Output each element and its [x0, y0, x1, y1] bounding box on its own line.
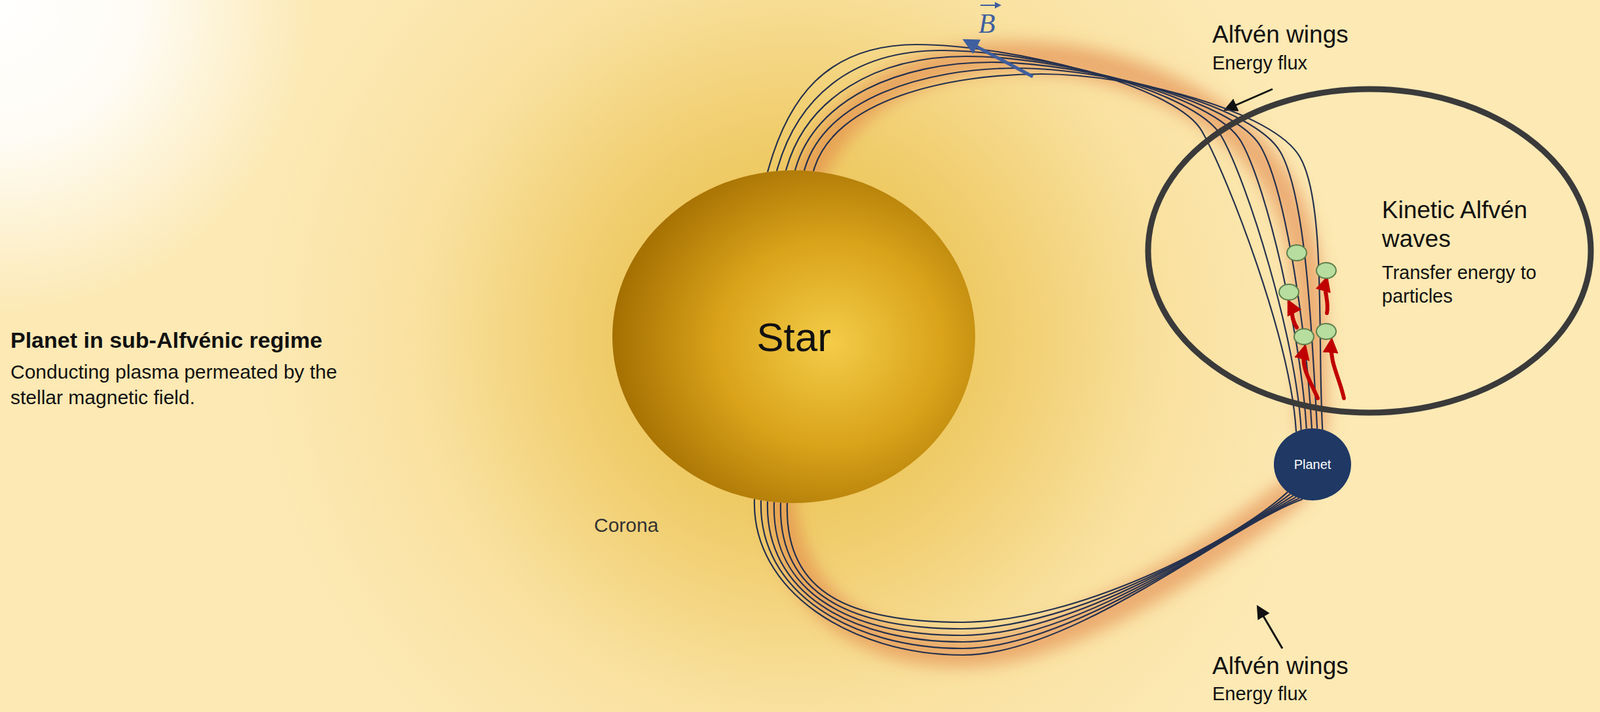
text-holder: Kinetic Alfvén wavesTransfer energy to p…	[1381, 195, 1574, 308]
wing-label: Alfvén wings	[1212, 652, 1349, 681]
field-vector-arrow	[965, 40, 1033, 77]
regime-heading: Planet in sub-Alfvénic regime	[10, 327, 323, 354]
wing-sublabel: Energy flux	[1212, 683, 1308, 705]
callout-ellipse: Kinetic Alfvén wavesTransfer energy to p…	[1144, 85, 1595, 416]
field-line-bundle	[754, 491, 1303, 655]
leader-arrow	[1258, 607, 1283, 649]
text-holder: Planet	[1273, 428, 1352, 501]
text-holder: Star	[612, 170, 976, 503]
node-title: Planet	[1294, 457, 1332, 473]
star-circle: Star	[612, 170, 976, 503]
wing-label: Alfvén wings	[1212, 20, 1349, 50]
node-title: Star	[756, 313, 832, 361]
wing-sublabel: Energy flux	[1212, 52, 1308, 75]
planet-circle: Planet	[1273, 428, 1352, 501]
vector-accent	[980, 4, 1001, 6]
vector-symbol: B	[978, 7, 996, 40]
node-body: Transfer energy to particles	[1381, 260, 1574, 309]
planet-body	[1273, 428, 1352, 501]
star-body	[612, 170, 976, 503]
field-line	[787, 491, 1288, 623]
particle-acceleration-arrows	[1289, 280, 1344, 399]
node-title: Kinetic Alfvén waves	[1381, 195, 1574, 255]
callout-outline	[1148, 89, 1591, 413]
regime-description: Conducting plasma permeated by the stell…	[10, 358, 352, 410]
particles	[1279, 244, 1337, 345]
shape-outline	[1144, 85, 1595, 416]
corona-label: Corona	[594, 514, 659, 538]
